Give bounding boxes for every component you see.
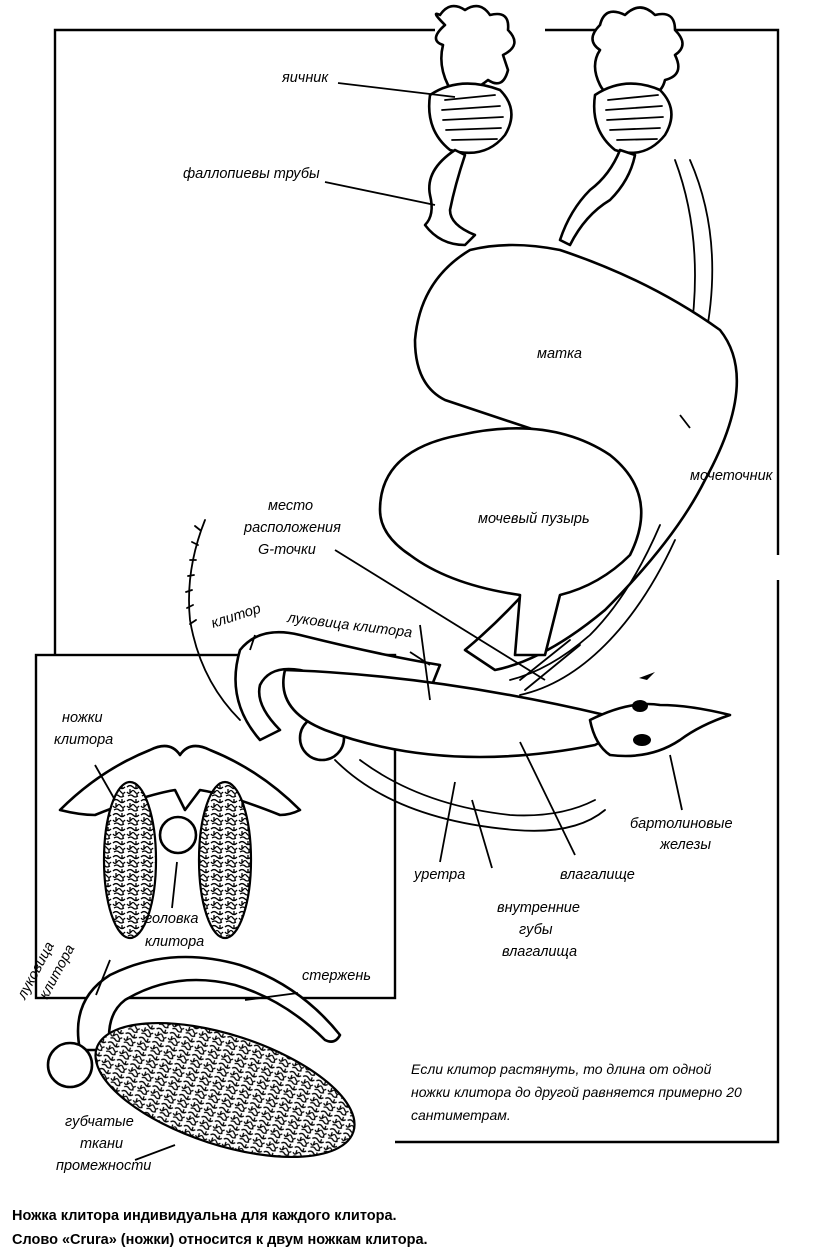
note: Если клитор растянуть, то длина от одной… [411,1061,742,1123]
inset-label-spongy-3: промежности [56,1158,151,1174]
inset-frame [34,653,397,1000]
caption: Ножка клитора индивидуальна для каждого … [12,1208,428,1248]
uterus [413,243,739,672]
caption-line-1: Ножка клитора индивидуальна для каждого … [12,1208,397,1224]
label-ovary: яичник [281,70,329,86]
label-bartholin-1: бартолиновые [630,816,733,832]
label-inner-labia-2: губы [519,922,553,938]
clitoral-bulb [282,668,615,759]
label-inner-labia-3: влагалища [502,944,577,960]
label-bartholin-2: железы [659,837,711,853]
ovary-left [427,4,516,155]
label-uterus: матка [537,346,582,362]
inset-label-spongy-1: губчатые [65,1114,134,1130]
gland-dot-1 [632,700,648,712]
urethra-tube [519,639,581,691]
inset-crura-figure [58,744,302,940]
label-ureter: мочеточник [690,468,774,484]
inset-label-shaft: стержень [302,968,371,984]
note-line-1: Если клитор растянуть, то длина от одной [411,1061,712,1077]
label-gspot-2: расположения [243,520,341,536]
label-bladder: мочевый пузырь [478,511,590,527]
fallopian-tube-left [423,148,477,247]
inset-label-crura-1: ножки [62,710,103,726]
inset-label-glans-2: клитора [145,934,204,950]
inset-label-spongy-2: ткани [80,1136,123,1152]
label-inner-labia-1: внутренние [497,900,580,916]
bartholin-glands [588,702,732,758]
gland-dot-3 [639,672,655,680]
label-urethra: уретра [413,867,465,883]
label-fallopian-tubes: фаллопиевы трубы [183,166,320,182]
leader-lines [94,82,691,1161]
labels: яичник фаллопиевы трубы матка мочеточник… [14,70,774,1174]
inset-label-glans-1: головка [145,911,198,927]
label-vagina: влагалище [560,867,635,883]
bladder [378,427,643,657]
label-clitoris: клитор [209,601,263,632]
mons [185,519,241,721]
note-line-3: сантиметрам. [411,1107,511,1123]
ovary-right [591,6,684,155]
inset-label-crura-2: клитора [54,732,113,748]
vaginal-canal [509,524,676,696]
label-gspot-1: место [268,498,313,514]
note-line-2: ножки клитора до другой равняется пример… [411,1084,742,1100]
fallopian-tube-right [558,148,637,247]
vulva-outline [334,759,606,832]
inset-side-figure [46,955,356,1159]
caption-line-2: Слово «Crura» (ножки) относится к двум н… [12,1232,428,1248]
label-gspot-3: G-точки [258,542,316,558]
gland-dot-2 [633,734,651,746]
